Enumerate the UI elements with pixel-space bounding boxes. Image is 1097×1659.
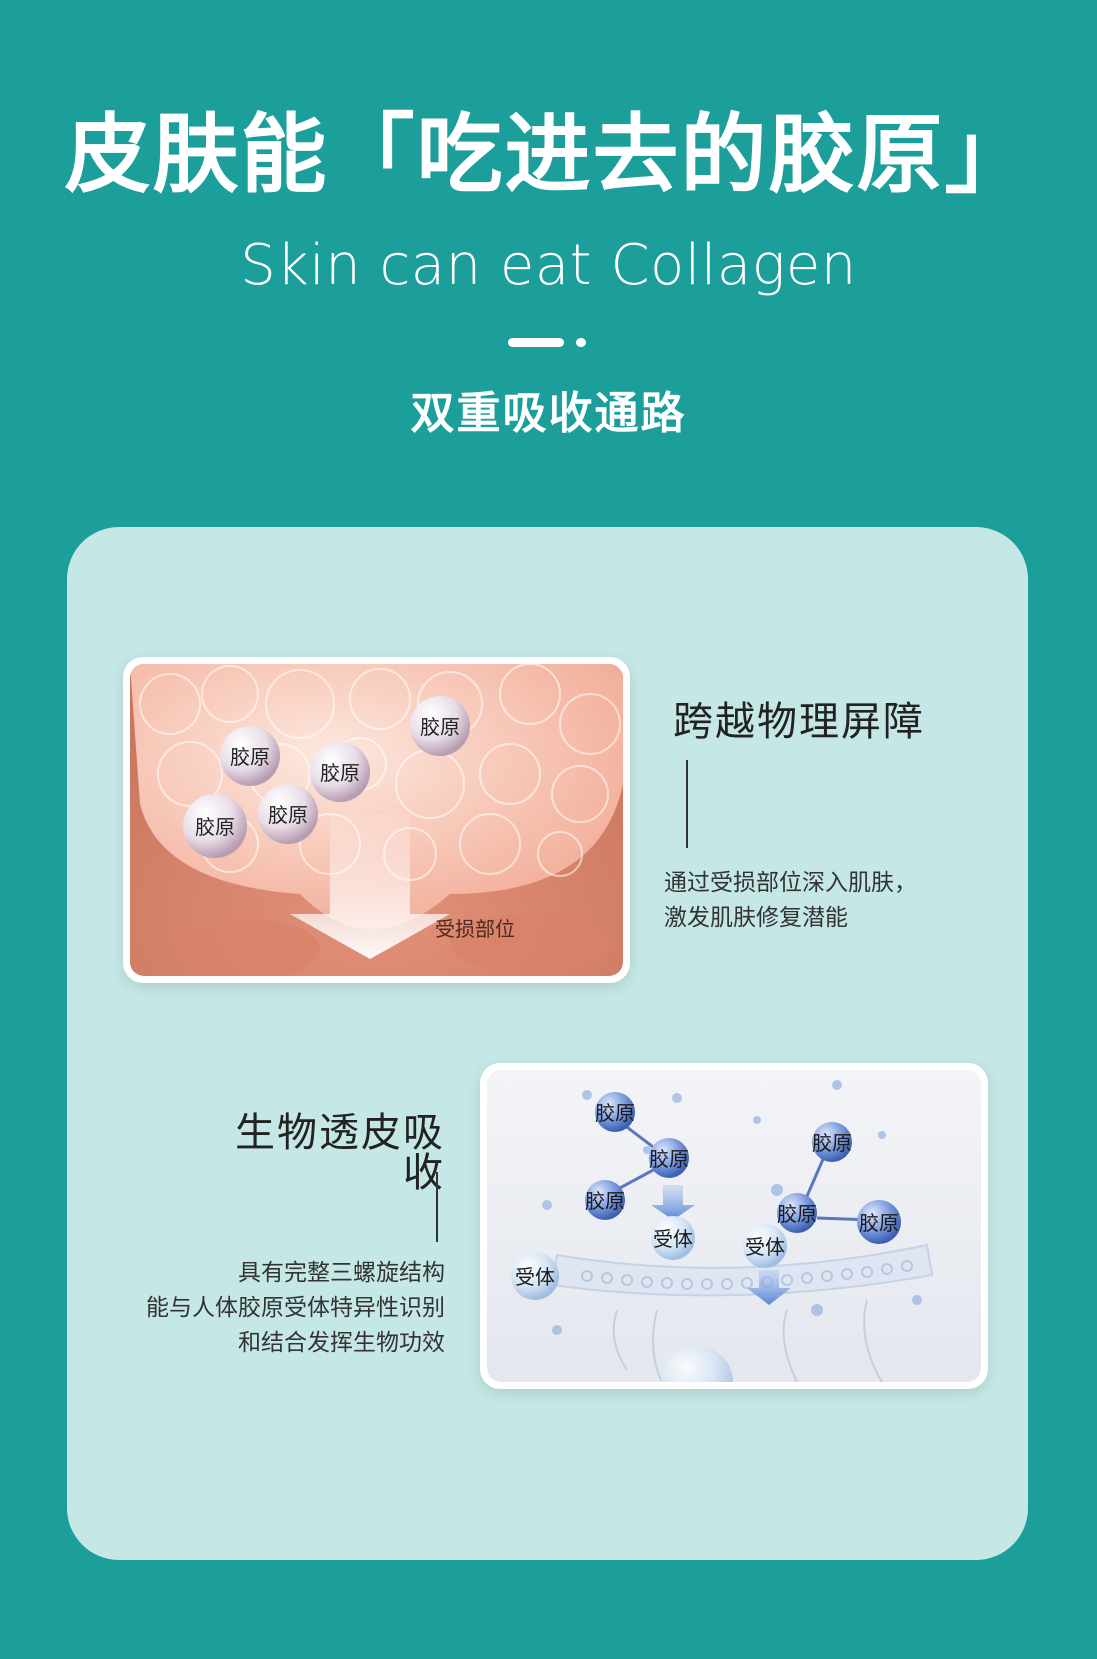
panel-1-description-line: 通过受损部位深入肌肤， <box>664 870 917 896</box>
collagen-molecule: 胶原 <box>585 1180 625 1220</box>
collagen-sphere: 胶原 <box>220 726 280 786</box>
transdermal-absorption-illustration: 胶原 胶原 胶原 胶原 胶原 胶原 受体 受体 <box>480 1063 988 1389</box>
panel-1-description-line: 激发肌肤修复潜能 <box>664 905 848 931</box>
svg-text:受体: 受体 <box>515 1265 555 1289</box>
collagen-molecule: 胶原 <box>595 1092 635 1132</box>
svg-text:胶原: 胶原 <box>812 1131 852 1155</box>
svg-text:胶原: 胶原 <box>595 1101 635 1125</box>
svg-text:胶原: 胶原 <box>420 715 460 739</box>
divider-bar <box>508 338 564 347</box>
collagen-sphere: 胶原 <box>310 742 370 802</box>
panel-2-description-line: 和结合发挥生物功效 <box>238 1330 445 1356</box>
collagen-sphere: 胶原 <box>183 794 247 858</box>
panel-2-description-line: 具有完整三螺旋结构 <box>238 1260 445 1286</box>
svg-text:胶原: 胶原 <box>777 1202 817 1226</box>
svg-text:受体: 受体 <box>653 1227 693 1251</box>
svg-text:胶原: 胶原 <box>268 803 308 827</box>
page-title: 皮肤能「吃进去的胶原」 <box>64 105 1033 205</box>
page-subtitle-english: Skin can eat Collagen <box>240 233 857 298</box>
svg-text:胶原: 胶原 <box>195 815 235 839</box>
panel-1-heading: 跨越物理屏障 <box>673 699 925 745</box>
svg-text:胶原: 胶原 <box>649 1147 689 1171</box>
collagen-sphere: 胶原 <box>410 696 470 756</box>
svg-text:胶原: 胶原 <box>585 1189 625 1213</box>
receptor-sphere: 受体 <box>651 1216 695 1260</box>
divider-dot <box>576 338 586 347</box>
svg-text:受体: 受体 <box>745 1235 785 1259</box>
panel-2-description-line: 能与人体胶原受体特异性识别 <box>146 1295 445 1321</box>
skin-barrier-illustration: 胶原 胶原 胶原 胶原 胶原 受损部位 <box>123 657 630 983</box>
panel-1-description: 通过受损部位深入肌肤， 激发肌肤修复潜能 <box>664 866 917 936</box>
svg-text:胶原: 胶原 <box>320 761 360 785</box>
receptor-sphere: 受体 <box>511 1252 559 1300</box>
panel-2-heading: 生物透皮吸收 <box>235 1110 445 1196</box>
collagen-molecule: 胶原 <box>649 1138 689 1178</box>
panel-1-divider <box>686 760 688 848</box>
collagen-molecule: 胶原 <box>777 1193 817 1233</box>
collagen-sphere: 胶原 <box>258 784 318 844</box>
svg-text:胶原: 胶原 <box>859 1211 899 1235</box>
damaged-site-label: 受损部位 <box>435 917 515 941</box>
section-title: 双重吸收通路 <box>410 388 687 439</box>
svg-text:胶原: 胶原 <box>230 745 270 769</box>
collagen-molecule: 胶原 <box>857 1200 901 1244</box>
collagen-molecule: 胶原 <box>812 1122 852 1162</box>
panel-2-description: 具有完整三螺旋结构 能与人体胶原受体特异性识别 和结合发挥生物功效 <box>100 1256 445 1361</box>
receptor-sphere: 受体 <box>743 1224 787 1268</box>
panel-2-divider <box>436 1172 438 1242</box>
